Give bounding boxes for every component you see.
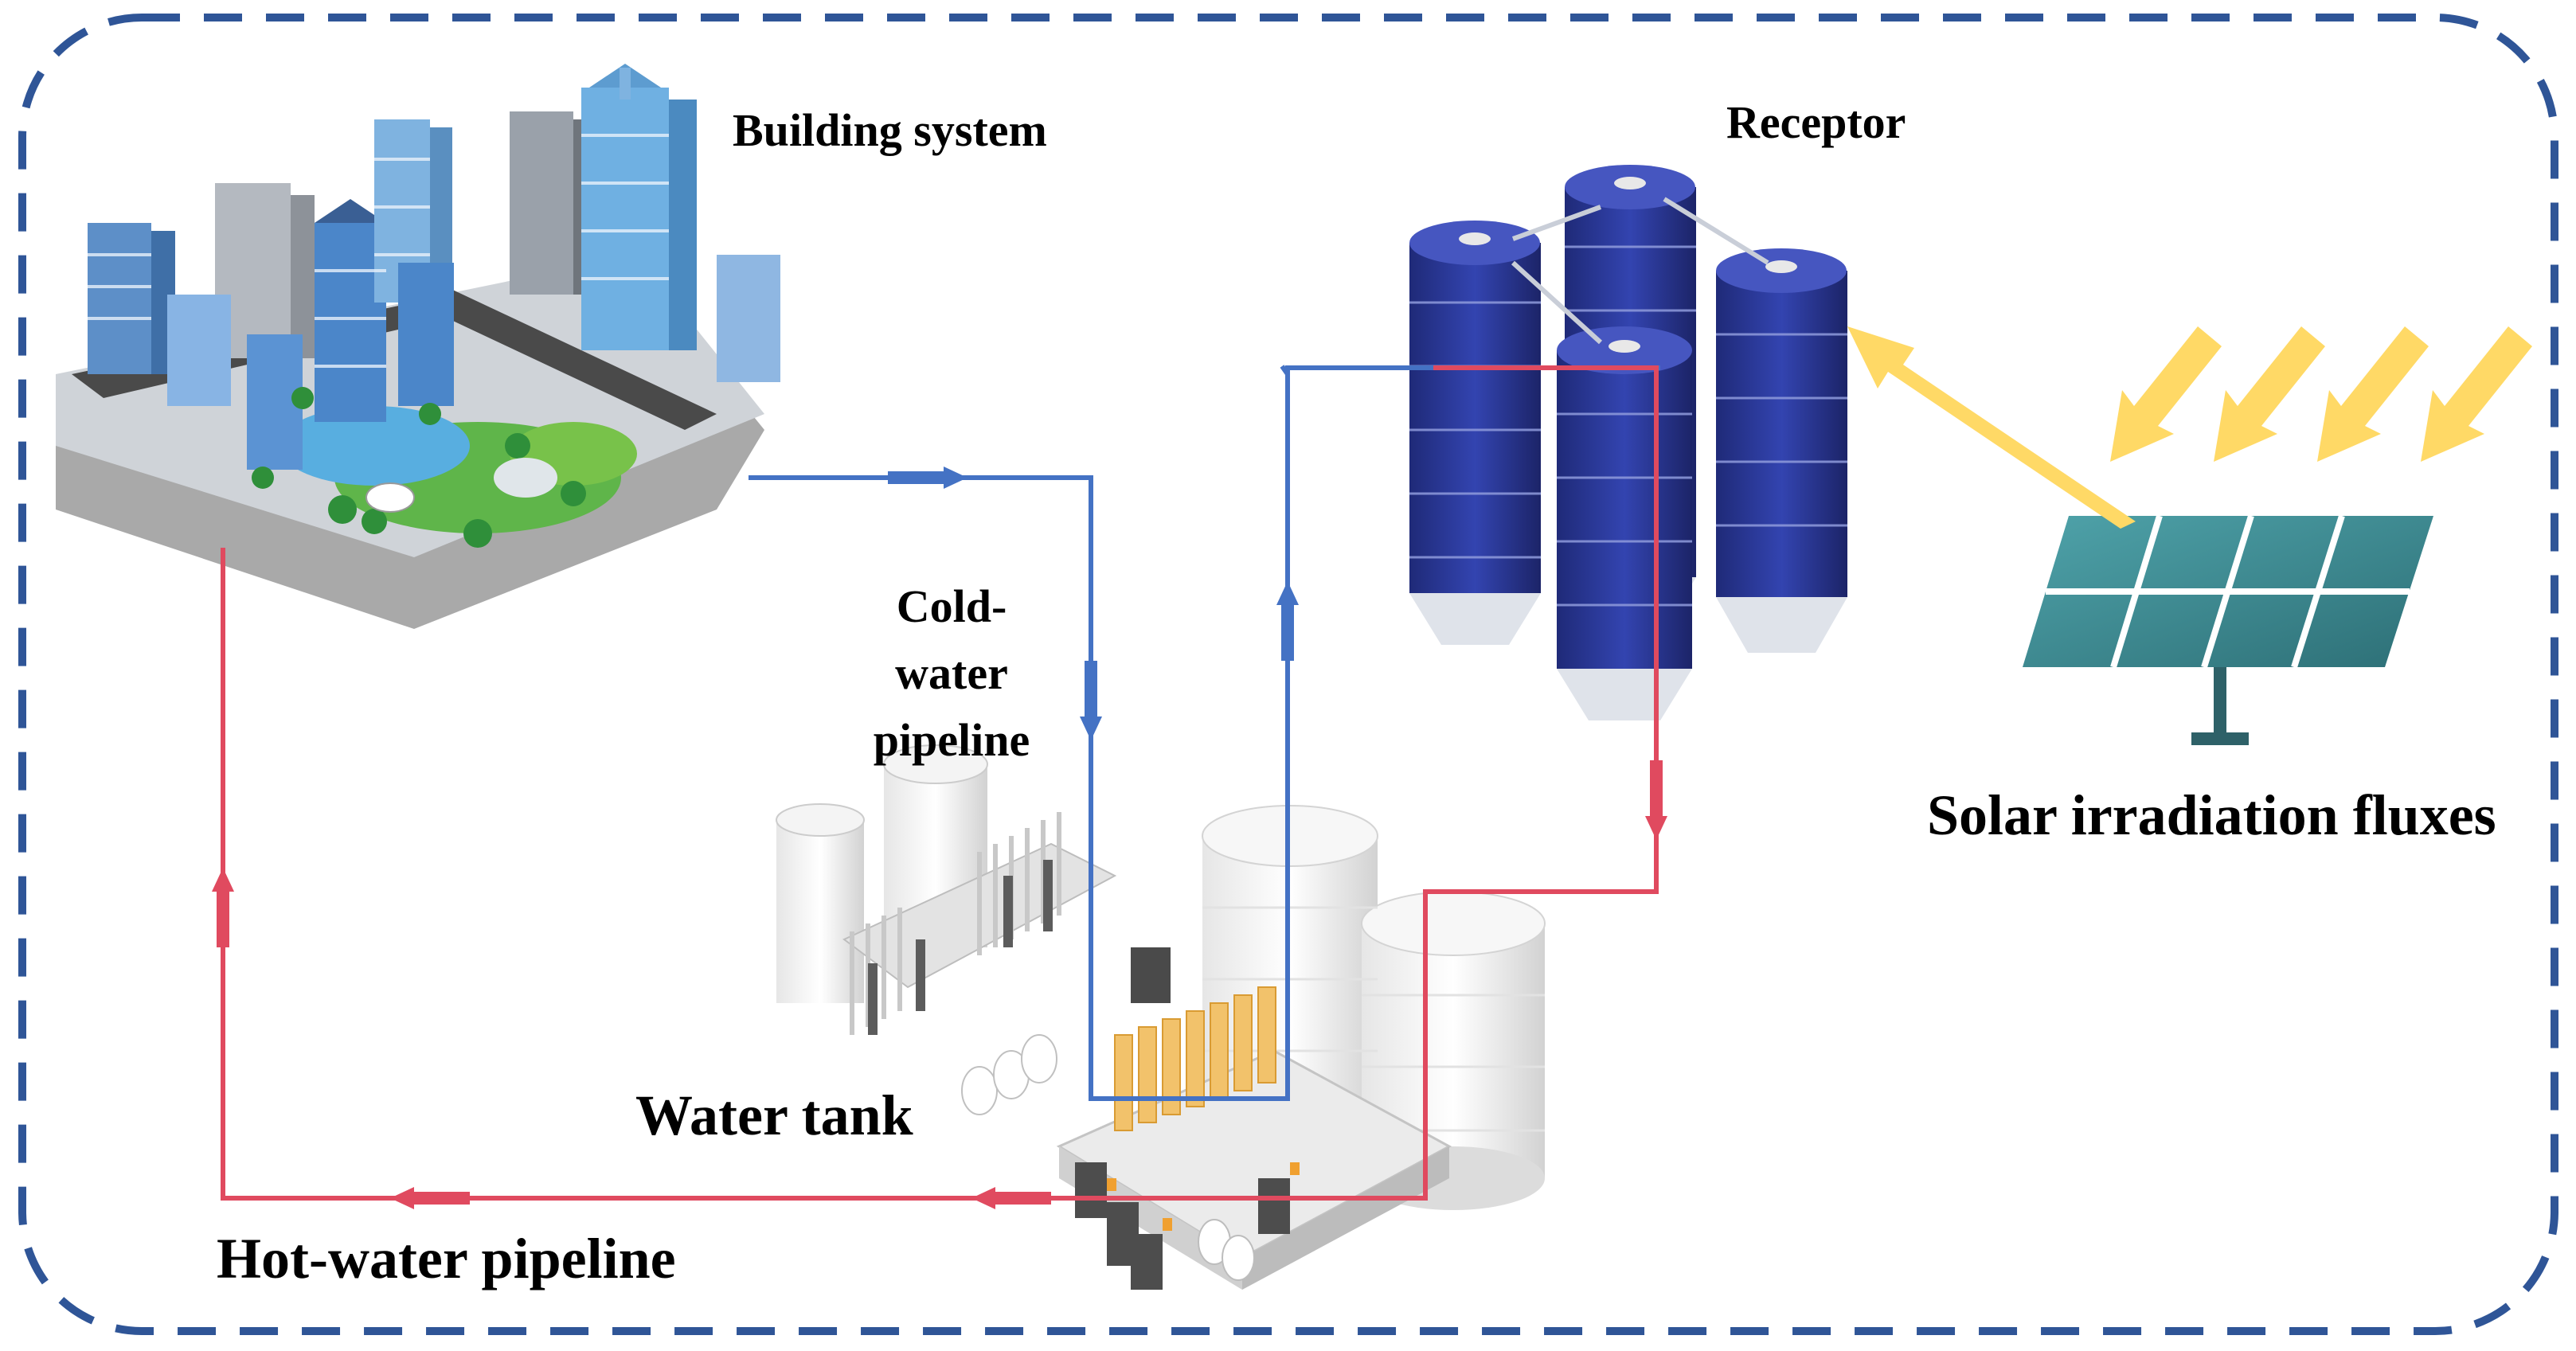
cold-flow-arrows [888,467,1299,740]
water-tank-label: Water tank [635,1084,913,1147]
cold-water-pipeline-label-line2: water [895,647,1008,699]
water-tank-illustration [776,744,1546,1290]
solar-irradiation-arrows [2110,326,2532,462]
cold-water-pipeline-label: Cold- water pipeline [836,573,1067,774]
hot-water-pipeline [221,365,1659,1201]
dashed-frame [18,14,2558,1335]
solar-irradiation-fluxes-label: Solar irradiation fluxes [1927,783,2496,847]
hot-water-pipeline-label: Hot-water pipeline [217,1227,676,1290]
reflected-solar-arrow [1847,326,2136,529]
cold-water-pipeline-label-line3: pipeline [873,714,1030,766]
receptor-label: Receptor [1726,96,1906,148]
cold-water-pipeline-label-line1: Cold- [896,580,1007,632]
building-system-illustration [56,64,780,629]
solar-panel [2023,514,2433,745]
receptor-silos [1409,165,1847,720]
hot-flow-arrows [212,760,1667,1209]
building-system-label: Building system [733,104,1047,156]
